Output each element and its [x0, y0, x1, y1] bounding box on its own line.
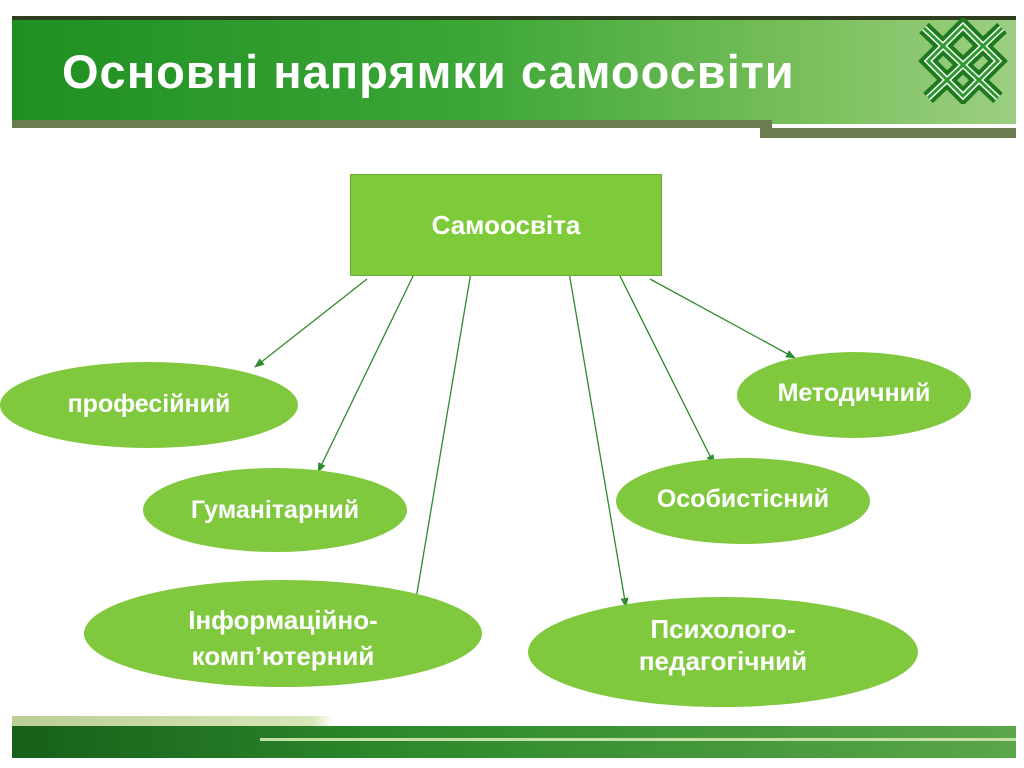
center-node-label: Самоосвіта	[431, 209, 581, 240]
node-personal: Особистісний	[616, 458, 870, 544]
slide-title: Основні напрямки самоосвіти	[62, 45, 795, 98]
header-shadow	[12, 120, 772, 128]
arrow-to-psych-pedagogical	[568, 271, 629, 608]
center-node-box: Самоосвіта	[350, 174, 662, 276]
node-psych-pedagogical: Психолого-педагогічний	[528, 597, 918, 707]
node-info-computer-label: Інформаційно-комп’ютерний	[188, 605, 378, 671]
header-bar	[12, 16, 1016, 124]
header-shadow-step	[760, 128, 1016, 138]
arrow-to-info-computer	[412, 271, 472, 606]
footer-line	[260, 738, 1016, 741]
node-psych-pedagogical-label: Психолого-педагогічний	[638, 614, 808, 676]
footer-bar	[12, 726, 1016, 758]
arrow-to-professional	[254, 278, 368, 368]
node-humanitarian-label: Гуманітарний	[190, 496, 360, 524]
node-professional-label: професійний	[67, 390, 231, 418]
node-info-computer: Інформаційно-комп’ютерний	[84, 580, 482, 687]
node-methodical-label: Методичний	[777, 379, 931, 407]
arrow-to-methodical	[649, 278, 796, 359]
arrow-to-personal	[617, 271, 715, 465]
node-professional: професійний	[0, 362, 298, 448]
node-humanitarian: Гуманітарний	[143, 468, 407, 552]
node-methodical: Методичний	[737, 352, 971, 438]
arrow-to-humanitarian	[317, 271, 416, 473]
footer-band	[12, 716, 1016, 726]
interlace-knot-icon	[918, 18, 1008, 104]
node-personal-label: Особистісний	[656, 485, 830, 513]
